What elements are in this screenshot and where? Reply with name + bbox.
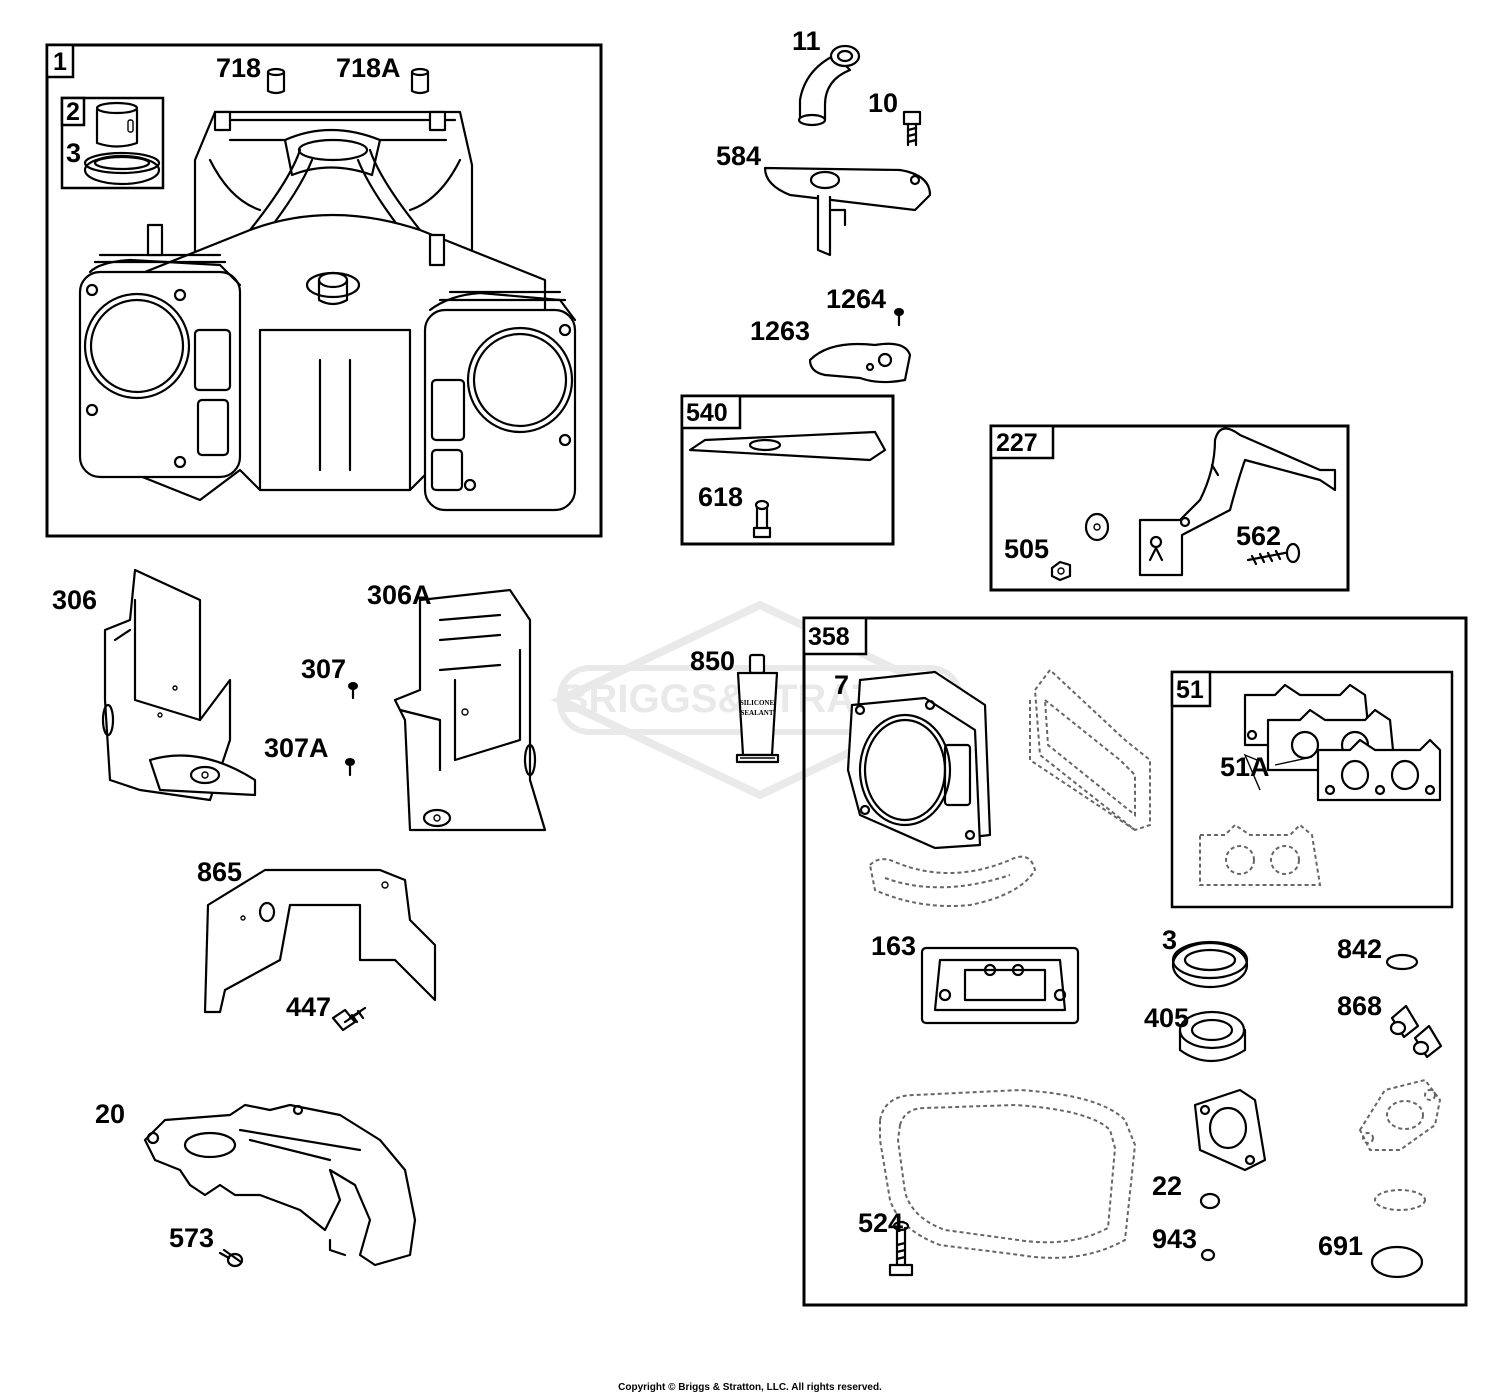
part-850-sealant-tube: SILICONE SEALANT	[735, 653, 780, 764]
callout-163: 163	[871, 931, 916, 961]
part-51-ghost-gasket	[1199, 823, 1322, 886]
callout-584: 584	[716, 141, 761, 171]
sealant-text-2: SEALANT	[740, 709, 773, 717]
part-718-dowel	[266, 67, 286, 95]
box-1: 1 2	[45, 43, 603, 538]
callout-11: 11	[792, 26, 821, 56]
part-sump-gasket-ghost	[879, 1088, 1137, 1259]
part-524-ring	[1199, 1192, 1221, 1210]
box-label-2: 2	[66, 98, 80, 126]
callout-868: 868	[1337, 991, 1382, 1021]
part-505-nut	[1050, 560, 1072, 582]
part-10-bolt	[902, 110, 922, 147]
part-573-backplate	[143, 1103, 417, 1267]
part-868-plugs	[1389, 1004, 1443, 1059]
callout-842: 842	[1337, 934, 1382, 964]
box-label-227: 227	[996, 429, 1038, 457]
box-51: 51 51A	[1170, 670, 1454, 909]
callout-306: 306	[52, 585, 97, 615]
callout-718: 718	[216, 53, 261, 83]
callout-3-seal: 3	[1162, 925, 1177, 955]
copyright-notice: Copyright © Briggs & Stratton, LLC. All …	[618, 1382, 882, 1393]
box-540: 540 618	[680, 394, 895, 546]
callout-405: 573	[169, 1223, 214, 1253]
callout-306a: 306A	[367, 580, 432, 610]
callout-10: 10	[868, 88, 898, 118]
part-3-seal	[83, 151, 161, 186]
part-7-head-gasket	[846, 670, 992, 850]
part-618-screw	[752, 499, 772, 539]
part-1264-screw	[894, 308, 904, 327]
part-562-screw	[1246, 542, 1301, 566]
box-label-540: 540	[686, 399, 728, 427]
callout-1264: 1264	[826, 284, 886, 314]
callout-7: 7	[834, 670, 849, 700]
callout-20: 405	[1144, 1003, 1189, 1033]
callout-943: 691	[1318, 1231, 1363, 1261]
part-943-oring	[1370, 1245, 1424, 1279]
part-22-bolt	[888, 1220, 914, 1277]
box-358: 358 7 51	[802, 616, 1468, 1307]
part-valve-cover-gasket-ghost	[1029, 668, 1151, 832]
callout-618: 618	[698, 482, 743, 512]
callout-22: 524	[858, 1208, 903, 1238]
part-524-flange	[1193, 1088, 1267, 1172]
part-51-intake-gaskets	[1243, 683, 1442, 802]
part-842-ring	[1385, 953, 1419, 971]
part-447-bolt	[331, 1006, 367, 1032]
box-label-1: 1	[53, 48, 67, 76]
part-540-shield	[688, 430, 887, 462]
callout-562: 562	[1236, 521, 1281, 551]
part-227-bracket	[1138, 427, 1337, 577]
part-3-oil-seal	[1171, 940, 1249, 989]
part-20-bearing	[1178, 1010, 1247, 1062]
callout-307: 307	[301, 654, 346, 684]
callout-718a: 718A	[336, 53, 401, 83]
part-405-screw	[218, 1248, 244, 1268]
part-2-sleeve	[95, 101, 139, 148]
box-label-51: 51	[1176, 676, 1204, 704]
callout-524: 22	[1152, 1171, 1182, 1201]
part-306a-air-guide	[393, 588, 547, 832]
part-691-ring	[1200, 1248, 1216, 1262]
callout-447: 447	[286, 992, 331, 1022]
callout-850: 850	[690, 646, 735, 676]
callout-307a: 307A	[264, 733, 329, 763]
box-label-358: 358	[808, 623, 850, 651]
part-11-breather-tube	[797, 44, 861, 127]
part-865-shield	[203, 868, 437, 1014]
callout-3-box2: 3	[66, 138, 81, 168]
callout-505: 505	[1004, 534, 1049, 564]
box-227: 227 505 562	[989, 424, 1350, 592]
part-washer	[1084, 512, 1110, 542]
part-307-screw	[348, 682, 358, 700]
part-584-plate	[763, 166, 932, 257]
callout-691: 943	[1152, 1224, 1197, 1254]
part-breather-gasket-ghost	[868, 855, 1037, 907]
callout-865: 865	[197, 857, 242, 887]
part-flange-ghost	[1358, 1078, 1442, 1151]
part-1-cylinder-block	[78, 110, 577, 512]
callout-573: 20	[95, 1099, 125, 1129]
callout-1263: 1263	[750, 316, 810, 346]
sealant-text-1: SILICONE	[740, 699, 775, 707]
part-307a-screw	[345, 758, 355, 777]
part-306-air-guide	[101, 568, 257, 802]
callout-51a: 51A	[1220, 752, 1270, 782]
part-718a-dowel	[410, 67, 430, 95]
part-1263-bracket	[808, 342, 912, 384]
part-oring-ghost	[1374, 1189, 1426, 1211]
part-163-gasket	[920, 946, 1080, 1025]
